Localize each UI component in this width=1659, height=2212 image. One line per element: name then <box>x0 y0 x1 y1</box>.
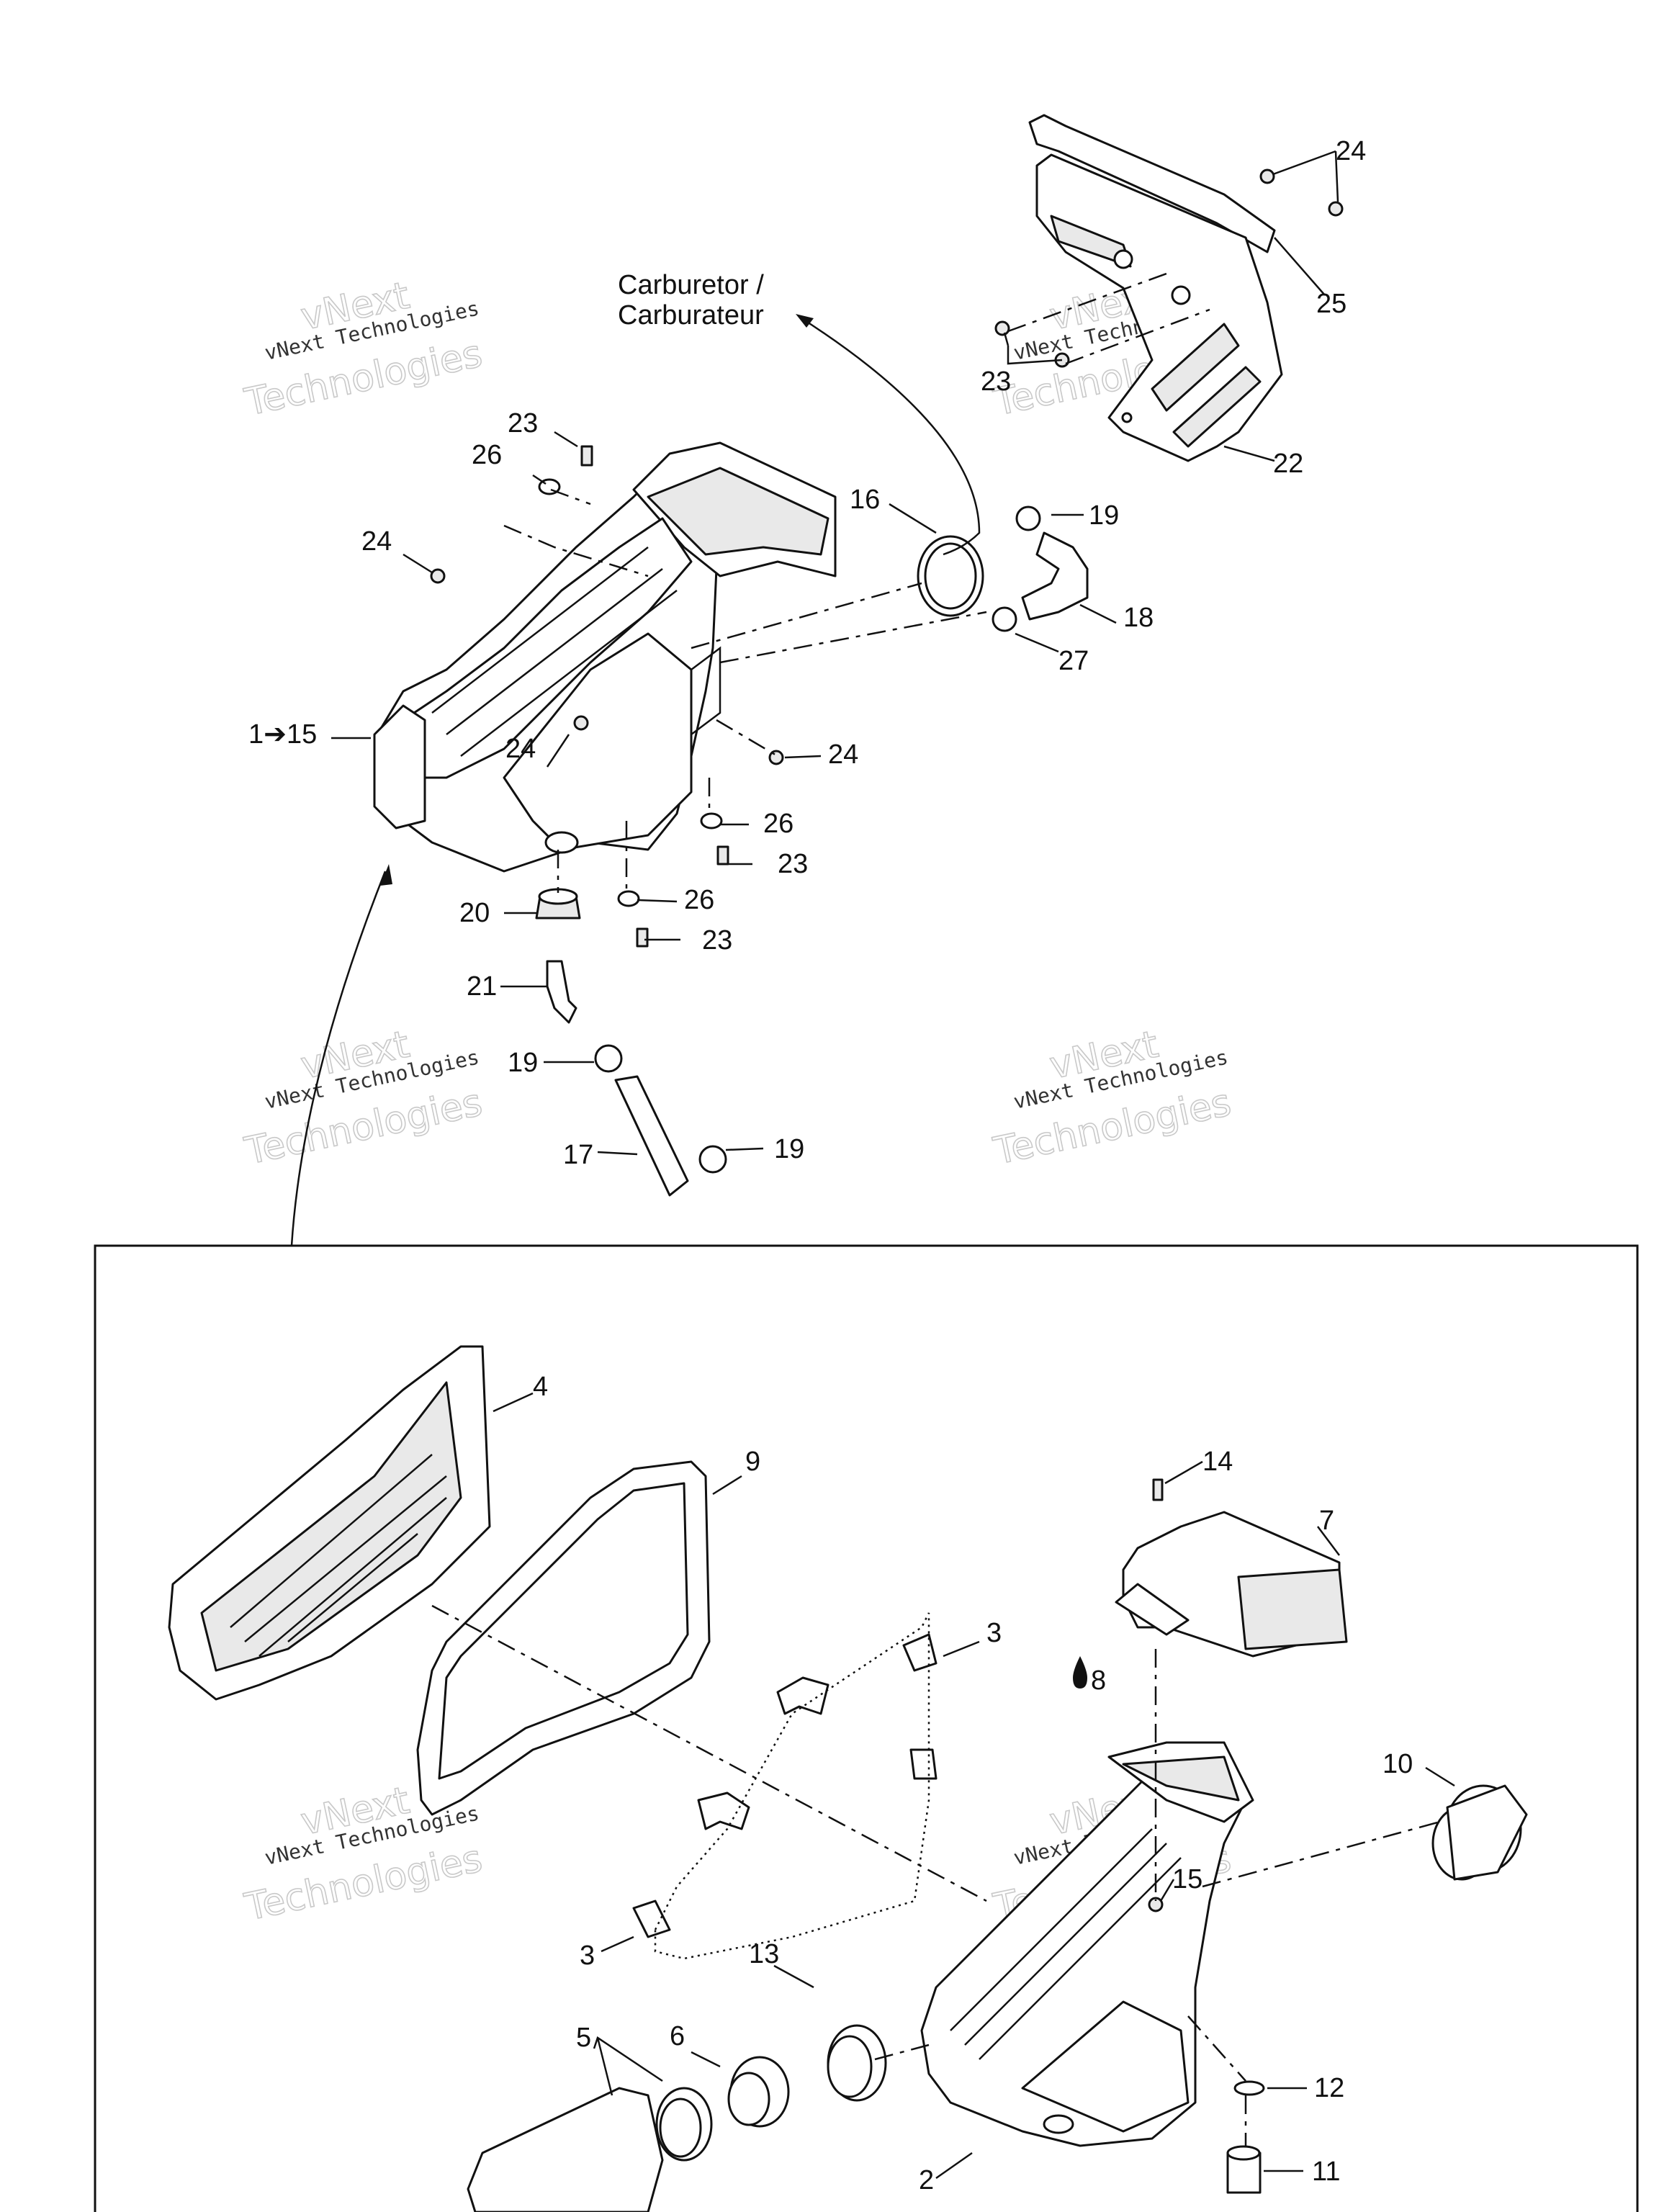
label-23: 23 <box>778 849 808 879</box>
label-6: 6 <box>670 2021 685 2051</box>
label-16: 16 <box>850 485 880 515</box>
detail-parts <box>168 1345 1528 2212</box>
label-27: 27 <box>1058 646 1089 676</box>
label-26: 26 <box>763 809 793 839</box>
label-3: 3 <box>986 1618 1002 1648</box>
label-26: 26 <box>472 440 502 470</box>
label-4: 4 <box>533 1372 548 1402</box>
airbox-assembly <box>373 441 837 873</box>
label-26: 26 <box>684 885 714 915</box>
label-carburetor-2: Carburateur <box>618 300 764 331</box>
label-2: 2 <box>919 2165 934 2195</box>
label-7: 7 <box>1319 1506 1334 1536</box>
label-19: 19 <box>774 1134 804 1164</box>
label-15: 15 <box>1172 1864 1202 1894</box>
label-24: 24 <box>1336 136 1366 166</box>
leaders-upper <box>290 150 1339 1246</box>
detail-frame <box>94 1244 1639 2212</box>
label-24: 24 <box>828 739 858 770</box>
label-25: 25 <box>1316 289 1346 319</box>
label-14: 14 <box>1202 1447 1233 1477</box>
drop-icon <box>1073 1656 1087 1689</box>
watermark-1: vNext vNext Technologies Technologies <box>240 274 487 426</box>
label-3: 3 <box>580 1941 595 1971</box>
watermark-3: vNext vNext Technologies Technologies <box>240 1022 487 1174</box>
label-18: 18 <box>1123 603 1154 633</box>
label-5: 5 <box>576 2023 591 2053</box>
label-8: 8 <box>1091 1665 1106 1696</box>
fasteners-upper <box>430 168 1344 1197</box>
label-13: 13 <box>749 1939 779 1969</box>
bracket-assembly <box>1028 114 1283 462</box>
label-1-15: 1➔15 <box>248 719 317 750</box>
label-19: 19 <box>1089 500 1119 531</box>
watermark-4: vNext vNext Technologies Technologies <box>989 1022 1236 1174</box>
labels: Carburetor / Carburateur 1➔15 24 25 23 2… <box>248 136 1413 2195</box>
label-22: 22 <box>1273 449 1303 479</box>
label-9: 9 <box>745 1447 760 1477</box>
label-23: 23 <box>702 925 732 956</box>
label-11: 11 <box>1312 2157 1340 2187</box>
label-10: 10 <box>1382 1749 1413 1779</box>
label-20: 20 <box>459 898 490 928</box>
label-23: 23 <box>508 408 538 439</box>
label-24: 24 <box>361 526 392 557</box>
label-12: 12 <box>1314 2073 1344 2103</box>
label-23: 23 <box>981 367 1011 397</box>
label-19: 19 <box>508 1048 538 1078</box>
label-carburetor-1: Carburetor / <box>618 270 764 300</box>
label-17: 17 <box>563 1140 593 1170</box>
label-21: 21 <box>467 971 497 1002</box>
label-24: 24 <box>505 734 536 764</box>
leaders-lower <box>431 1392 1455 2180</box>
